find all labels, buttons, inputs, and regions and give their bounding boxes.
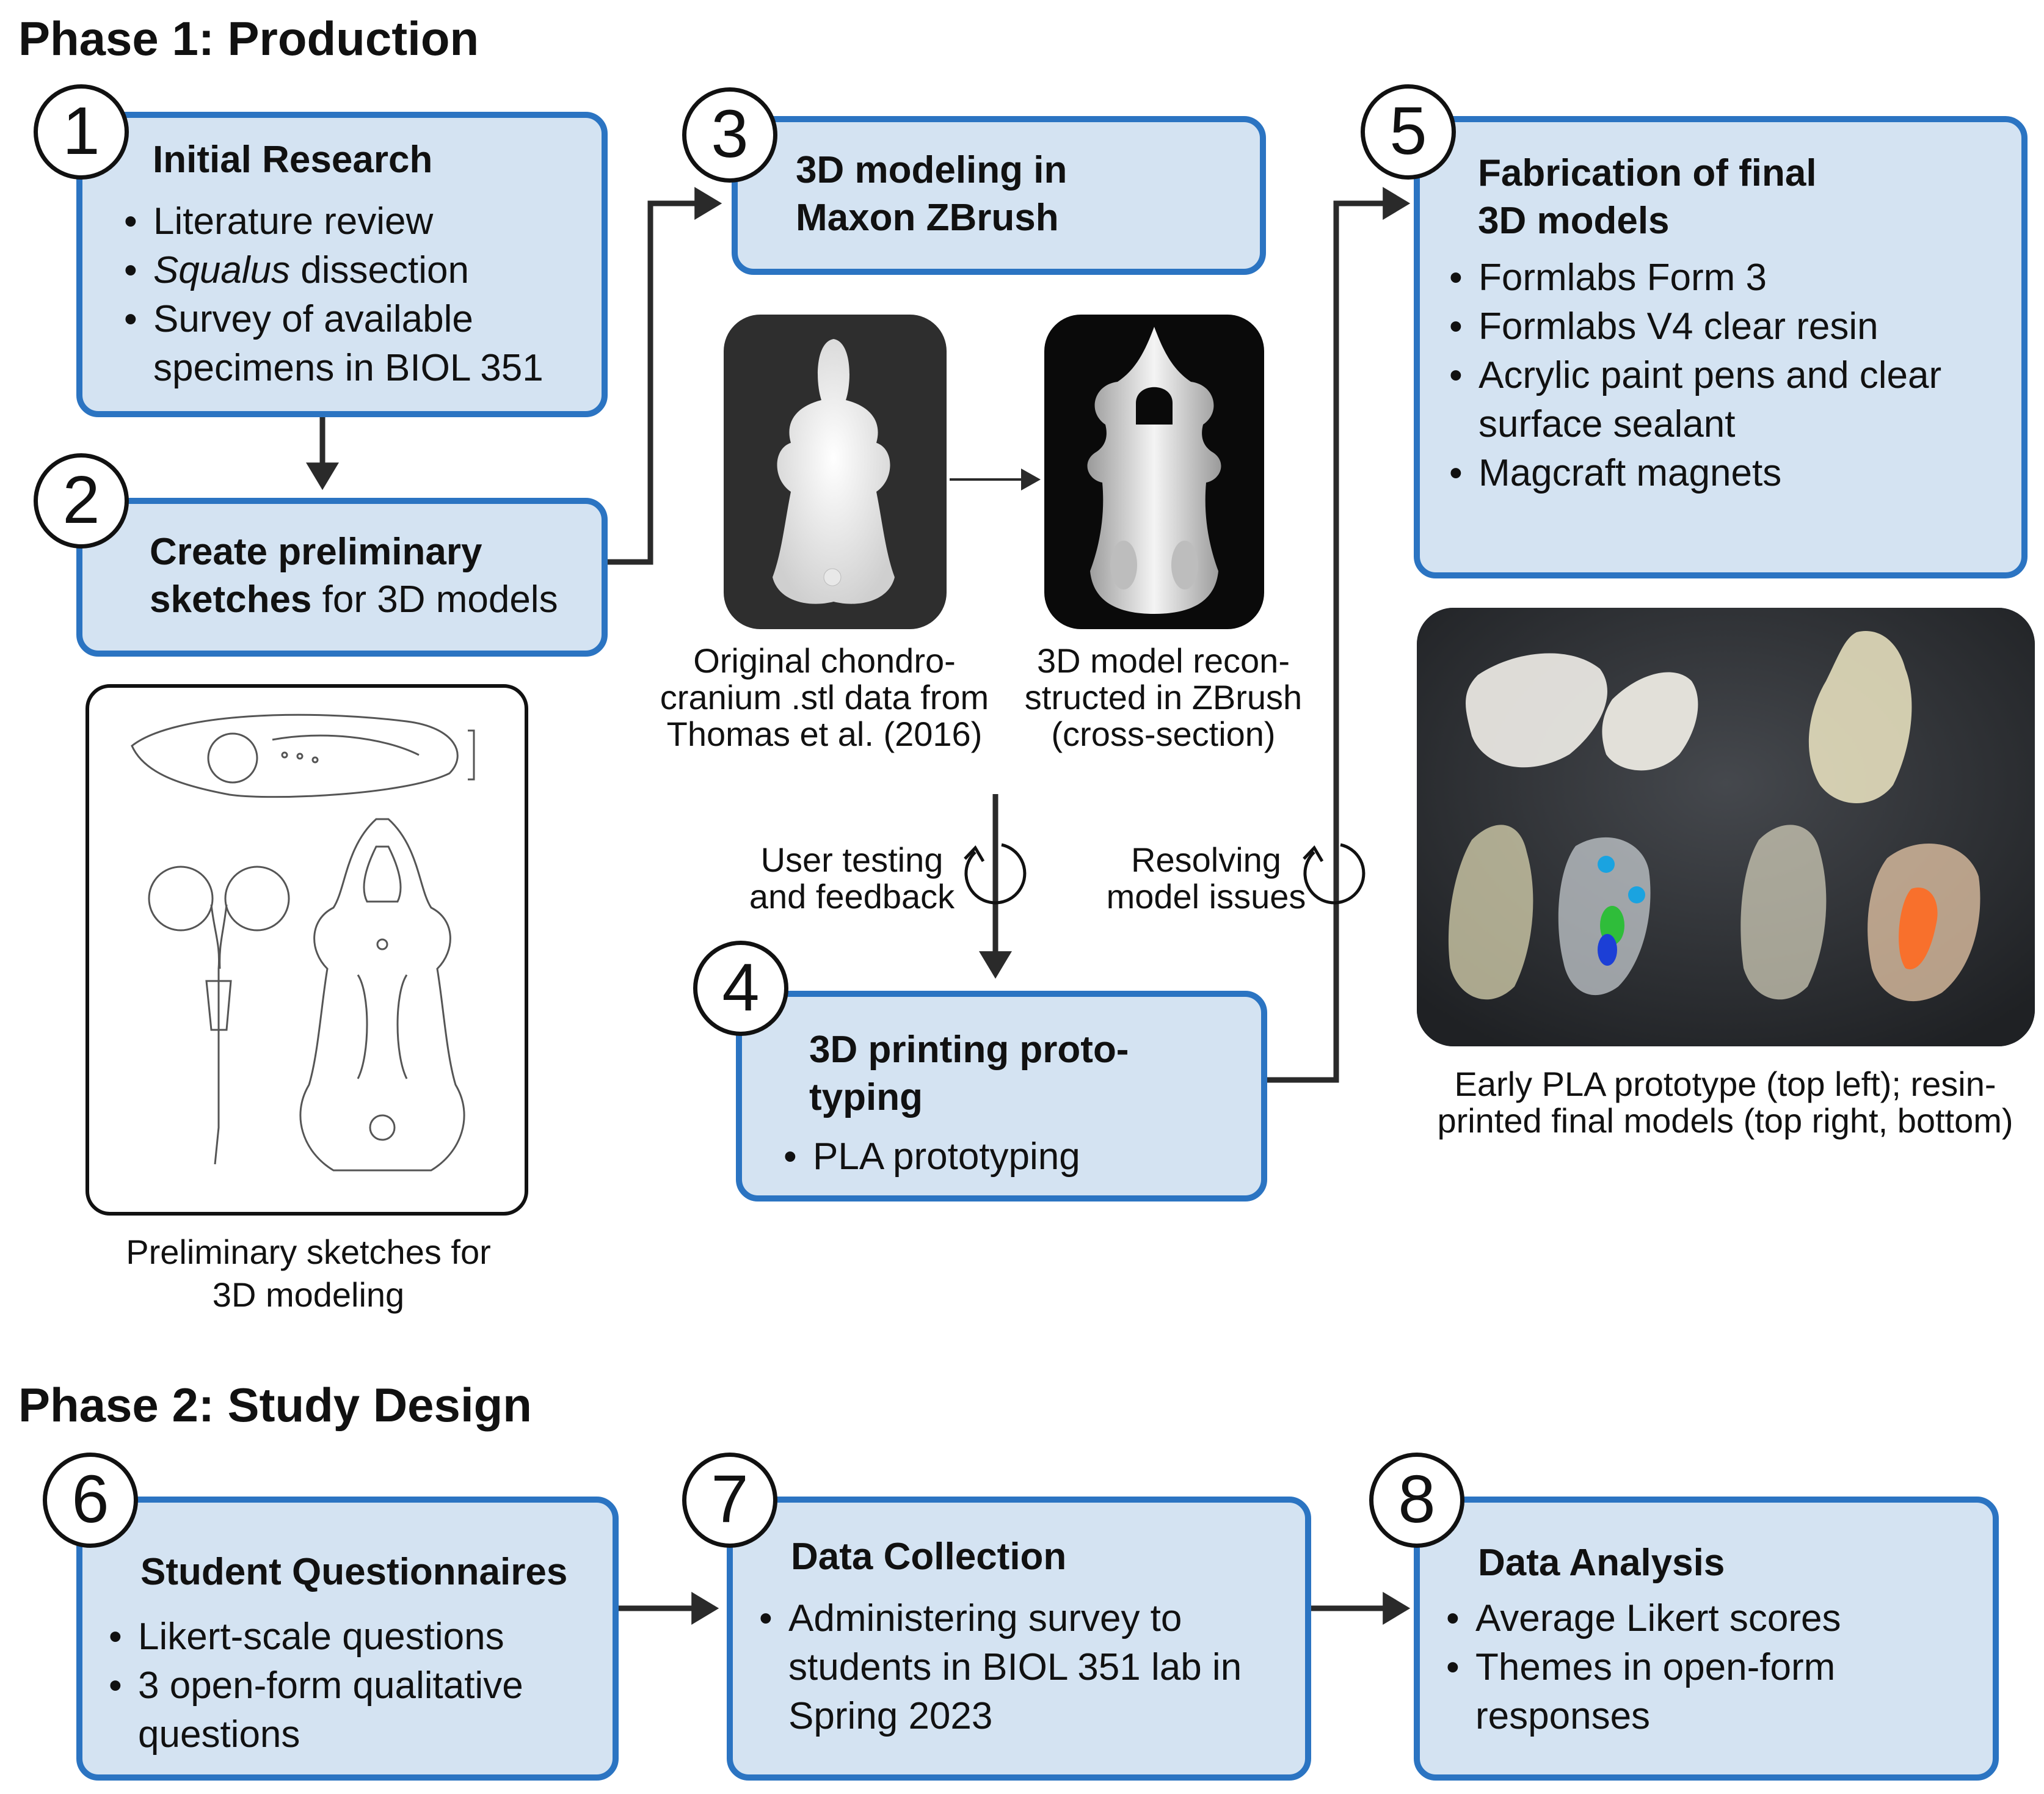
- original-stl-image: [724, 315, 947, 629]
- step-4-number: 4: [693, 941, 788, 1036]
- caption-original-stl: Original chondro-cranium .stl data from …: [660, 641, 989, 753]
- step-2-title: Create preliminary sketches for 3D model…: [150, 528, 602, 624]
- step-1-number: 1: [34, 84, 129, 180]
- caption-photo: Early PLA prototype (top left); resin-pr…: [1437, 1065, 2013, 1140]
- step-8-list: Average Likert scores Themes in open-for…: [1441, 1594, 1985, 1741]
- step-4-list: PLA prototyping: [779, 1132, 1255, 1181]
- step-6-title: Student Questionnaires: [140, 1551, 568, 1593]
- step-1-list: Literature review Squalus dissection Sur…: [119, 197, 595, 393]
- stl-chondrocranium-shape: [773, 339, 895, 604]
- caption-sketches: Preliminary sketches for 3D modeling: [126, 1233, 491, 1314]
- zbrush-model-image: [1044, 315, 1264, 629]
- loop-user-testing-icon: [964, 843, 1027, 905]
- step-6-item: 3 open-form qualitative questions: [104, 1661, 611, 1759]
- step-3-title: 3D modeling in Maxon ZBrush: [796, 149, 1067, 239]
- step-5-title: Fabrication of final 3D models: [1478, 152, 1817, 242]
- dissection-text: dissection: [300, 249, 469, 291]
- phase-1-title: Phase 1: Production: [18, 12, 479, 65]
- step-1-item: Squalus dissection: [119, 246, 595, 295]
- step-4-title: 3D printing proto-typing: [809, 1029, 1129, 1118]
- step-2-title-rest: for 3D models: [322, 578, 558, 621]
- step-4-box: 3D printing proto-typing PLA prototyping: [736, 991, 1267, 1201]
- step-7-item: Administering survey to students in BIOL…: [754, 1594, 1298, 1741]
- step-2-box: Create preliminary sketches for 3D model…: [76, 498, 608, 657]
- step-5-item: Formlabs V4 clear resin: [1444, 302, 2018, 351]
- step-1-box: Initial Research Literature review Squal…: [76, 112, 608, 417]
- step-5-item: Magcraft magnets: [1444, 449, 2018, 498]
- printed-models-shapes: [1417, 608, 2035, 1046]
- step-7-list: Administering survey to students in BIOL…: [754, 1594, 1298, 1741]
- arrow-2-to-3: [605, 187, 722, 565]
- step-8-number: 8: [1369, 1453, 1464, 1548]
- step-5-item: Formlabs Form 3: [1444, 253, 2018, 302]
- step-8-box: Data Analysis Average Likert scores Them…: [1414, 1497, 1999, 1781]
- step-7-title: Data Collection: [791, 1536, 1067, 1578]
- note-resolving: Resolving model issues: [1106, 840, 1306, 916]
- step-8-item: Average Likert scores: [1441, 1594, 1985, 1643]
- step-5-box: Fabrication of final 3D models Formlabs …: [1414, 116, 2028, 578]
- squalus-text: Squalus: [153, 249, 291, 291]
- zbrush-cross-section-shape: [1087, 327, 1221, 614]
- caption-zbrush-model: 3D model recon-structed in ZBrush (cross…: [1024, 641, 1303, 753]
- step-3-box: 3D modeling in Maxon ZBrush: [732, 116, 1266, 275]
- step-8-title: Data Analysis: [1478, 1542, 1725, 1584]
- step-2-title-bold: Create preliminary sketches: [150, 531, 482, 621]
- step-5-item: Acrylic paint pens and clear surface sea…: [1444, 351, 2018, 449]
- step-1-item: Survey of available specimens in BIOL 35…: [119, 295, 595, 393]
- step-6-number: 6: [43, 1453, 138, 1548]
- sketch-panel: [85, 684, 528, 1216]
- phase-2-title: Phase 2: Study Design: [18, 1378, 532, 1432]
- step-1-item: Literature review: [119, 197, 595, 246]
- step-4-item: PLA prototyping: [779, 1132, 1255, 1181]
- step-6-list: Likert-scale questions 3 open-form quali…: [104, 1613, 611, 1759]
- note-user-testing: User testing and feedback: [749, 840, 955, 916]
- final-models-photo: [1417, 608, 2035, 1046]
- step-5-list: Formlabs Form 3 Formlabs V4 clear resin …: [1444, 253, 2018, 498]
- step-7-number: 7: [682, 1453, 777, 1548]
- step-6-item: Likert-scale questions: [104, 1613, 611, 1661]
- step-7-box: Data Collection Administering survey to …: [727, 1497, 1311, 1781]
- step-6-box: Student Questionnaires Likert-scale ques…: [76, 1497, 619, 1781]
- step-5-number: 5: [1361, 84, 1456, 180]
- step-1-title: Initial Research: [153, 139, 433, 181]
- step-8-item: Themes in open-form responses: [1441, 1643, 1985, 1741]
- step-3-number: 3: [682, 87, 777, 183]
- sketch-drawing: [131, 713, 475, 1172]
- step-2-number: 2: [34, 453, 129, 549]
